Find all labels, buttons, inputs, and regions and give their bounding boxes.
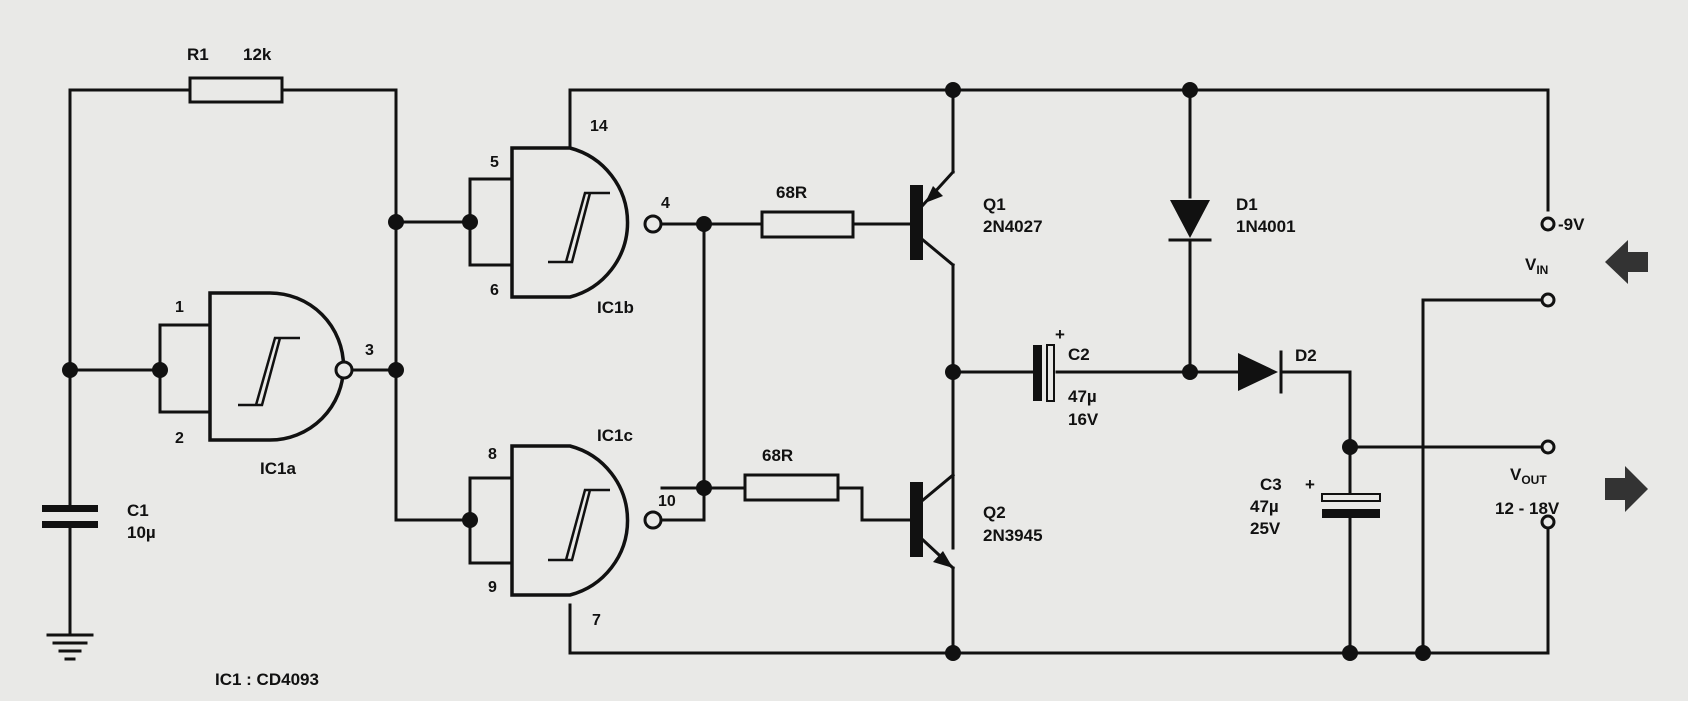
vin-label-sub: IN (1536, 263, 1548, 277)
vout-terminal (1540, 439, 1556, 455)
junction-dot (696, 216, 712, 232)
r1-name: R1 (187, 45, 209, 64)
junction-dot (388, 362, 404, 378)
c3-value: 47µ (1250, 497, 1279, 516)
capacitor-icon (42, 505, 98, 512)
junction-dot (945, 82, 961, 98)
vin-ground-terminal (1540, 292, 1556, 308)
ic1b-name: IC1b (597, 298, 634, 317)
ic1c-output-wire (660, 486, 706, 522)
c1-value: 10µ (127, 523, 156, 542)
schmitt-trigger-icon (548, 488, 610, 562)
schmitt-trigger-icon (238, 336, 300, 407)
junctions (62, 82, 1431, 661)
inverter-bubble (334, 360, 354, 380)
r-top-value: 68R (776, 183, 807, 202)
ic1a-pin3: 3 (365, 342, 374, 359)
ic1c-pin7: 7 (592, 612, 601, 629)
vout-label-sub: OUT (1521, 473, 1547, 487)
ic1c-pin9: 9 (488, 579, 497, 596)
vout-label-main: V (1510, 465, 1522, 484)
vin-voltage: -9V (1558, 215, 1585, 234)
ic1b-pin14: 14 (590, 118, 608, 135)
r1-value: 12k (243, 45, 272, 64)
q1-transistor (910, 169, 956, 268)
ic1c-gate (510, 444, 663, 597)
diode-icon (1170, 200, 1210, 238)
c3-capacitor (1321, 493, 1381, 518)
npn-transistor-icon (910, 482, 923, 557)
vin-label: VIN (1525, 255, 1548, 277)
ic1c-pin8: 8 (488, 446, 497, 463)
ic1a-pin1: 1 (175, 299, 184, 316)
q2-part: 2N3945 (983, 526, 1043, 545)
junction-dot (945, 645, 961, 661)
pnp-transistor-icon (910, 185, 923, 260)
ic1a-pin2: 2 (175, 430, 184, 447)
vin-negative-terminal (1540, 216, 1556, 232)
capacitor-icon (1033, 345, 1042, 401)
junction-dot (945, 364, 961, 380)
r-bot-resistor (743, 473, 840, 502)
ic1a-gate (208, 291, 354, 442)
nand-schmitt-gate-icon (510, 444, 630, 597)
d1-diode (1168, 200, 1212, 242)
nand-schmitt-gate-icon (208, 291, 346, 442)
r1-resistor (188, 76, 284, 104)
c1-capacitor (42, 505, 98, 528)
ground-icon (46, 633, 94, 661)
output-arrow-icon (1605, 466, 1648, 512)
junction-dot (462, 214, 478, 230)
junction-dot (152, 362, 168, 378)
ic1b-pin5: 5 (490, 154, 499, 171)
ic1c-name: IC1c (597, 426, 633, 445)
arrow-icon (933, 551, 953, 568)
d2-name: D2 (1295, 346, 1317, 365)
q2-name: Q2 (983, 503, 1006, 522)
inverter-bubble (643, 214, 663, 234)
c2-value: 47µ (1068, 387, 1097, 406)
inverter-bubble (643, 510, 663, 530)
junction-dot (462, 512, 478, 528)
junction-dot (388, 214, 404, 230)
c3-polarity: + (1305, 475, 1315, 494)
schmitt-trigger-icon (548, 191, 610, 264)
c2-voltage: 16V (1068, 410, 1099, 429)
c3-voltage: 25V (1250, 519, 1281, 538)
input-arrow-icon (1605, 240, 1648, 284)
r-bot-value: 68R (762, 446, 793, 465)
junction-dot (1182, 364, 1198, 380)
d1-part: 1N4001 (1236, 217, 1296, 236)
ic1c-pin10: 10 (658, 493, 676, 510)
q1-part: 2N4027 (983, 217, 1043, 236)
q2-transistor (910, 472, 956, 571)
c2-name: C2 (1068, 345, 1090, 364)
arrow-icon (925, 186, 943, 203)
capacitor-icon (1321, 493, 1381, 502)
ic1b-pin6: 6 (490, 282, 499, 299)
nand-schmitt-gate-icon (510, 146, 630, 299)
c1-name: C1 (127, 501, 149, 520)
c2-polarity: + (1055, 325, 1065, 344)
d2-diode (1238, 350, 1283, 394)
c3-name: C3 (1260, 475, 1282, 494)
vout-range: 12 - 18V (1495, 499, 1560, 518)
junction-dot (62, 362, 78, 378)
ic1b-pin4: 4 (661, 195, 670, 212)
vout-label: VOUT (1510, 465, 1547, 487)
c2-capacitor (1033, 344, 1055, 402)
diode-icon (1238, 353, 1278, 391)
q1-name: Q1 (983, 195, 1006, 214)
ic1b-gate (510, 146, 663, 299)
ic1a-name: IC1a (260, 459, 296, 478)
ic-footnote: IC1 : CD4093 (215, 670, 319, 689)
junction-dot (1182, 82, 1198, 98)
junction-dot (1342, 645, 1358, 661)
vin-label-main: V (1525, 255, 1537, 274)
d1-name: D1 (1236, 195, 1258, 214)
r-top-resistor (760, 210, 855, 239)
